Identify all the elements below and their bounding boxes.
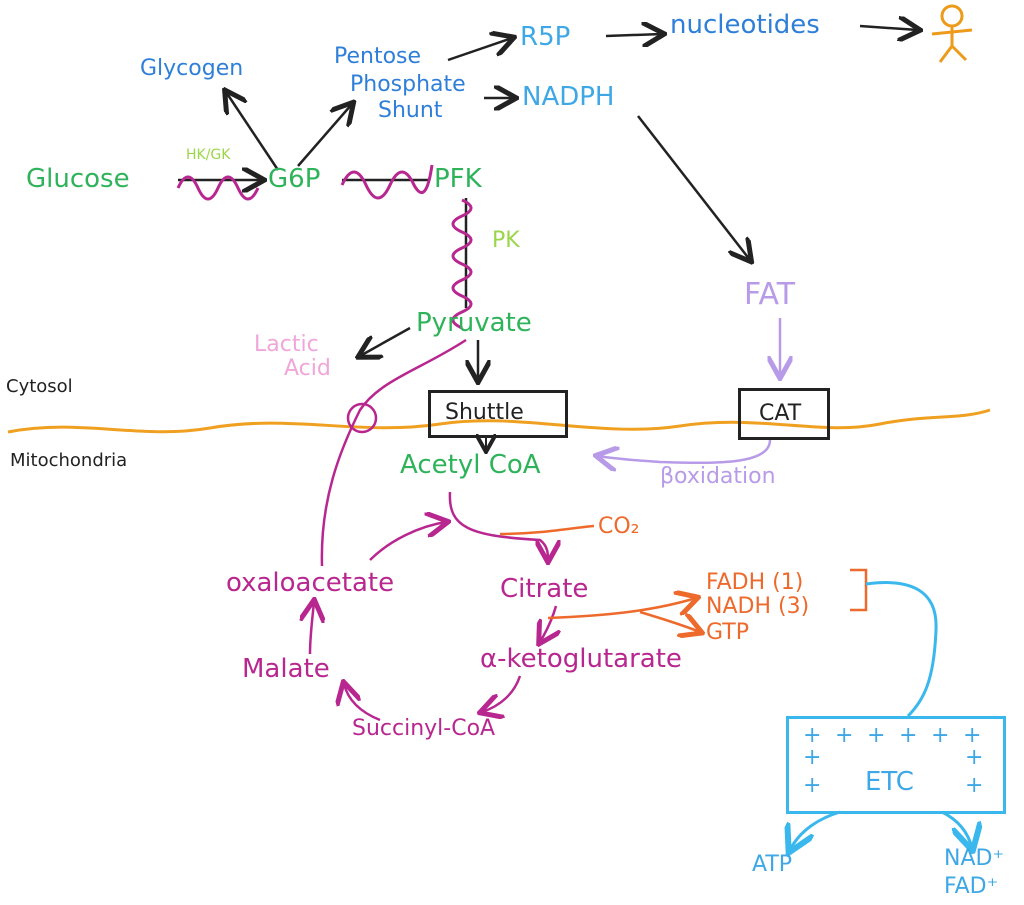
glycogen-label: Glycogen (140, 56, 244, 81)
arrow-nucleotides-person (859, 26, 918, 30)
oaa-pyruvate-transport (320, 338, 467, 567)
arrow-oaa-cycle (369, 522, 446, 561)
beta-oxidation-label: βoxidation (660, 464, 776, 489)
nadph-label: NADPH (522, 82, 615, 112)
etc-plus-7: + (803, 745, 822, 770)
pentose-label: Pentose (334, 44, 422, 69)
shunt-label: Shunt (378, 98, 443, 123)
arrow-acetylcoa-citrate (448, 491, 548, 560)
stick-figure-icon (931, 4, 973, 63)
mitochondria-label: Mitochondria (10, 450, 128, 471)
gtp-label: GTP (706, 620, 749, 645)
r5p-label: R5P (520, 22, 571, 52)
arrow-beta-oxidation (598, 439, 772, 463)
fad-label: FAD⁺ (944, 874, 999, 899)
lactic-label: Lactic (254, 332, 319, 357)
arrow-g6p-pentose (297, 104, 352, 167)
alpha-ketoglutarate-label: α-ketoglutarate (480, 644, 682, 674)
g6p-label: G6P (268, 164, 321, 194)
arrow-g6p-glycogen (226, 92, 280, 171)
etc-plus-6: + (963, 723, 982, 748)
fadh-label: FADH (1) (706, 570, 804, 595)
etc-plus-10: + (965, 773, 984, 798)
malate-label: Malate (242, 654, 330, 684)
arrow-malate-oaa (310, 602, 314, 655)
arrow-citrate-akg (540, 605, 556, 642)
shuttle-box: Shuttle (428, 390, 568, 438)
fat-label: FAT (744, 277, 796, 312)
bracket-products (850, 568, 868, 612)
glucose-label: Glucose (26, 164, 130, 194)
arrow-products-gtp (639, 610, 700, 632)
etc-plus-5: + (931, 723, 950, 748)
acid-label: Acid (284, 356, 331, 381)
arrow-pyruvate-lactic (360, 326, 411, 356)
pfk-label: PFK (434, 164, 482, 194)
etc-box: + + + + + + + + + + ETC (786, 716, 1006, 814)
coil-pk (451, 198, 473, 330)
citrate-label: Citrate (500, 574, 589, 604)
oxaloacetate-label: oxaloacetate (226, 568, 395, 598)
arrow-akg-succinyl (482, 675, 522, 712)
pyruvate-label: Pyruvate (416, 308, 532, 338)
etc-plus-1: + (803, 723, 822, 748)
arrow-products-from-cycle (547, 598, 696, 620)
arrow-nadph-fat (637, 115, 750, 260)
succinyl-coa-label: Succinyl-CoA (352, 716, 496, 741)
nucleotides-label: nucleotides (670, 10, 820, 40)
coil-pfk (340, 164, 434, 200)
co2-release (499, 524, 595, 536)
etc-plus-9: + (803, 773, 822, 798)
acetyl-coa-label: Acetyl CoA (400, 450, 541, 480)
arrow-pentose-r5p (447, 38, 512, 62)
pk-label: PK (492, 228, 520, 253)
nad-label: NAD⁺ (944, 846, 1005, 871)
hk-gk-label: HK/GK (186, 147, 231, 163)
etc-plus-4: + (899, 723, 918, 748)
nadh-label: NADH (3) (706, 594, 810, 619)
cat-label: CAT (759, 401, 802, 426)
line-products-etc (865, 581, 938, 718)
cat-box: CAT (738, 388, 830, 440)
phosphate-label: Phosphate (350, 72, 466, 97)
etc-label: ETC (865, 767, 914, 797)
cytosol-label: Cytosol (6, 376, 73, 397)
arrow-succinyl-malate (344, 684, 381, 722)
transporter-circle (346, 402, 378, 434)
arrow-etc-atp (790, 810, 841, 850)
etc-plus-2: + (835, 723, 854, 748)
shuttle-label: Shuttle (445, 400, 524, 425)
coil-hk (176, 175, 260, 201)
co2-label: CO₂ (598, 514, 640, 539)
arrow-r5p-nucleotides (605, 34, 662, 36)
atp-label: ATP (752, 852, 793, 877)
arrow-etc-nad (941, 810, 972, 848)
etc-plus-8: + (965, 745, 984, 770)
etc-plus-3: + (867, 723, 886, 748)
mitochondrial-membrane (7, 408, 991, 434)
